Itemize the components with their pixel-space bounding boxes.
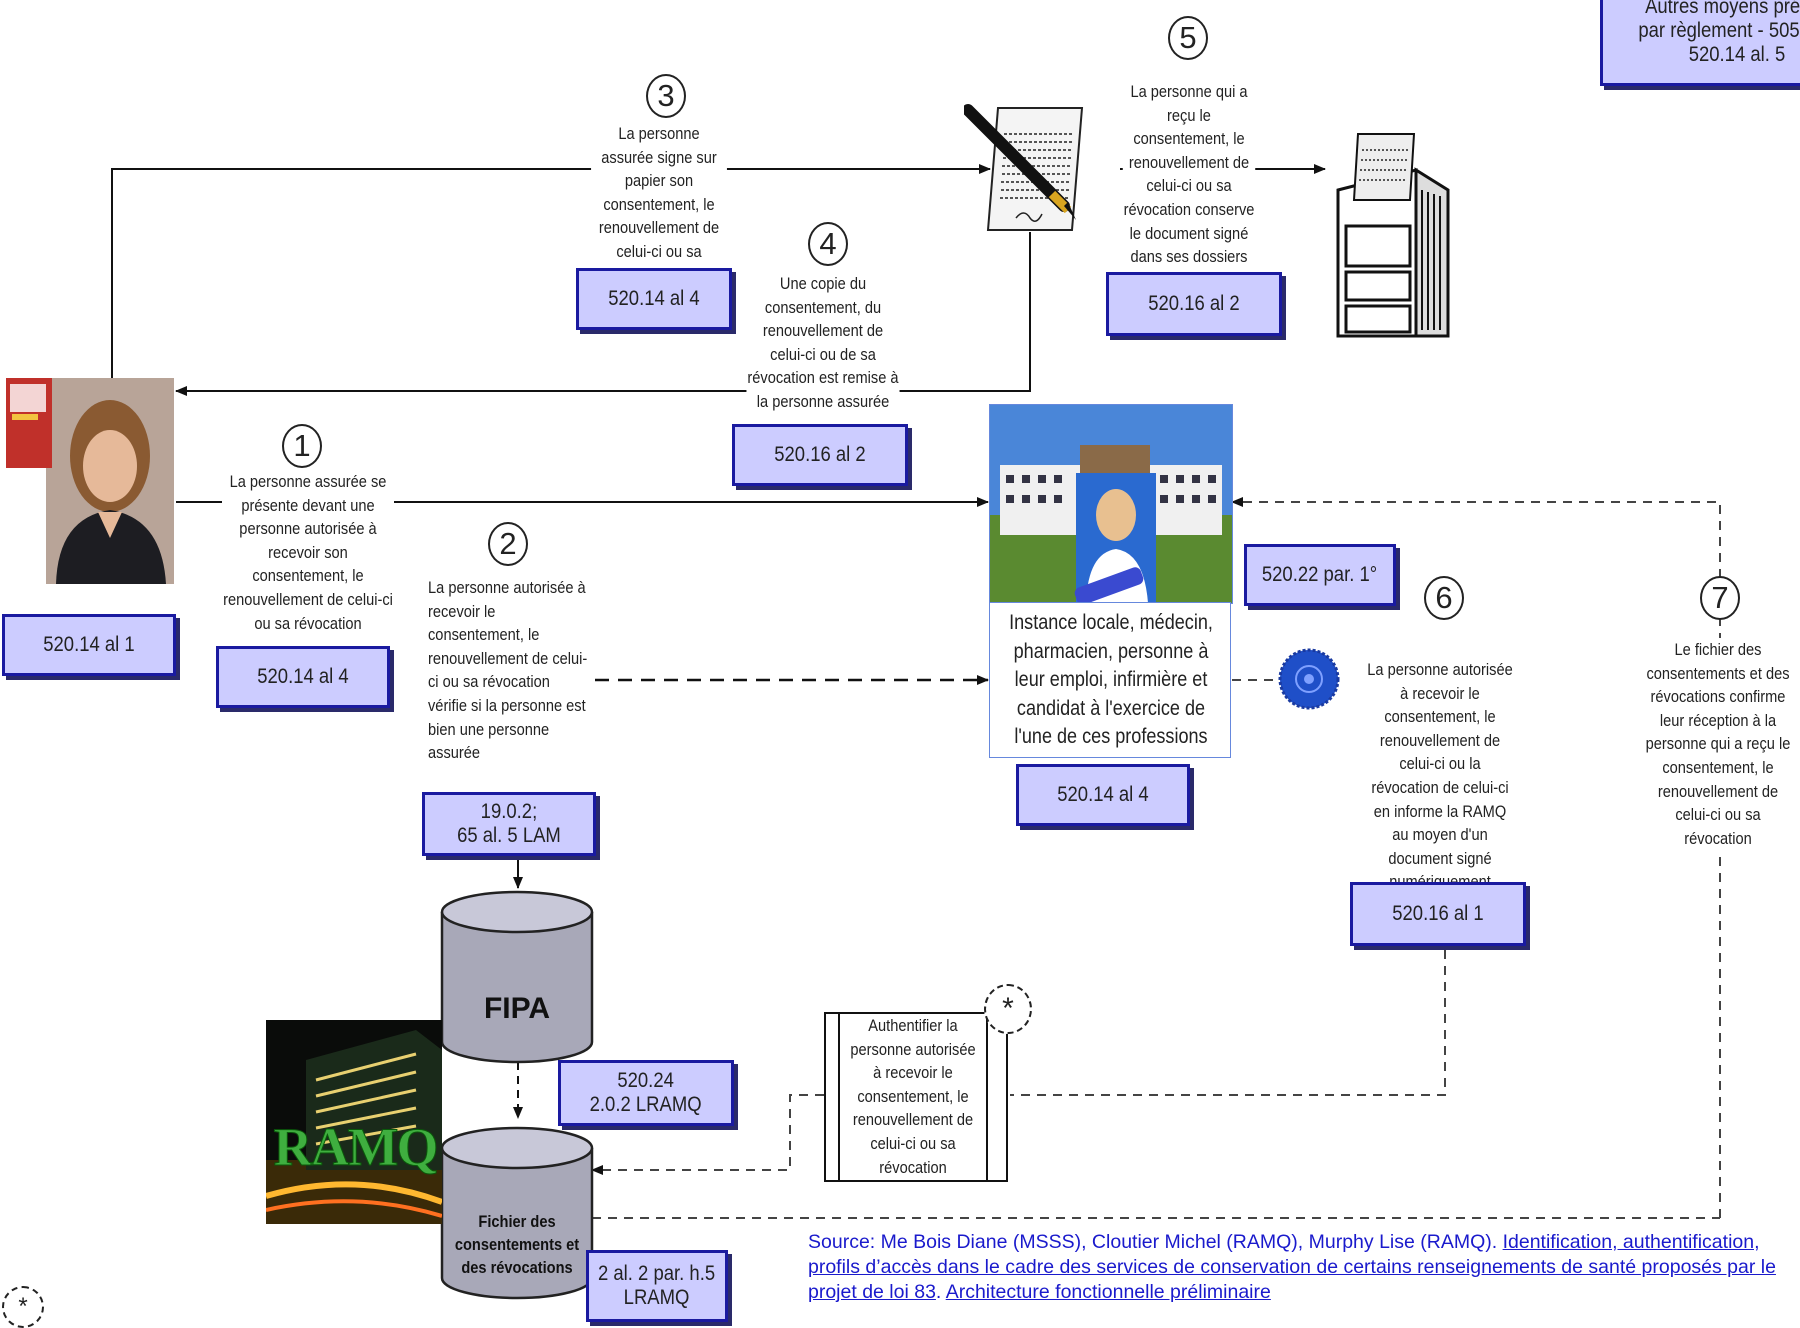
source-link-2[interactable]: Architecture fonctionnelle préliminaire [945, 1281, 1271, 1303]
authenticate-text: Authentifier la personne autorisée à rec… [848, 1014, 978, 1180]
consent-document-icon [964, 102, 1090, 236]
source-prefix: Source: Me Bois Diane (MSSS), Cloutier M… [808, 1231, 1503, 1253]
instance-label-box: Instance locale, médecin, pharmacien, pe… [989, 602, 1231, 758]
step-1-text: La personne assurée se présente devant u… [222, 470, 394, 636]
step-3-text: La personne assurée signe sur papier son… [591, 122, 727, 288]
instance-label: Instance locale, médecin, pharmacien, pe… [996, 609, 1226, 752]
ref-step-1: 520.14 al 4 [216, 646, 390, 708]
consent-file-database: Fichier des consentements et des révocat… [440, 1126, 594, 1302]
step-4-number: 4 [808, 222, 848, 266]
arrow-auth-to-fichier [591, 1094, 824, 1175]
fipa-database: FIPA [440, 890, 594, 1064]
consent-file-label: Fichier des consentements et des révocat… [454, 1212, 580, 1277]
instance-clinic-photo [989, 404, 1233, 604]
source-link-1[interactable]: Identification, authentification, profil… [808, 1231, 1776, 1303]
source-citation: Source: Me Bois Diane (MSSS), Cloutier M… [808, 1230, 1798, 1305]
ref-fipa: 520.24 2.0.2 LRAMQ [558, 1060, 734, 1126]
ref-step-5: 520.16 al 2 [1106, 272, 1282, 336]
ramq-building-photo: RAMQ [266, 1020, 442, 1224]
step-1-number: 1 [282, 424, 322, 468]
source-separator: . [935, 1281, 946, 1303]
step-6-text: La personne autorisée à recevoir le cons… [1364, 658, 1516, 894]
ramq-logo-text: RAMQ [273, 1117, 439, 1178]
step-7-text: Le fichier des consentements et des révo… [1640, 638, 1796, 851]
step-2-number: 2 [488, 522, 528, 566]
arrow-copy-to-person [175, 232, 1031, 396]
insured-person-photo [6, 378, 174, 584]
step-4-text: Une copie du consentement, du renouvelle… [746, 272, 900, 414]
digital-seal-icon [1278, 648, 1340, 710]
step-2-text: La personne autorisée à recevoir le cons… [428, 576, 590, 765]
authenticate-box: Authentifier la personne autorisée à rec… [824, 1012, 1008, 1182]
ref-step-4: 520.16 al 2 [732, 424, 908, 486]
dashed-step6-to-auth [1010, 950, 1446, 1096]
step-3-number: 3 [646, 74, 686, 118]
ref-corner-other-means: Autres moyens prévus par règlement - 505… [1600, 0, 1800, 86]
ref-step-2: 19.0.2; 65 al. 5 LAM [422, 792, 596, 856]
ref-instance: 520.14 al 4 [1016, 764, 1190, 826]
ref-step-6: 520.16 al 1 [1350, 882, 1526, 946]
filing-cabinet-icon [1318, 130, 1460, 342]
ref-step-3: 520.14 al 4 [576, 268, 732, 330]
arrow-confirmation-to-instance [1231, 497, 1721, 1218]
authenticate-star: * [984, 984, 1032, 1034]
step-6-number: 6 [1424, 576, 1464, 620]
fipa-label: FIPA [483, 992, 551, 1025]
step-5-number: 5 [1168, 16, 1208, 60]
footnote-star: * [2, 1286, 44, 1328]
ref-520-22: 520.22 par. 1° [1244, 544, 1396, 606]
ref-520-14-al-1: 520.14 al 1 [2, 614, 176, 676]
step-5-text: La personne qui a reçu le consentement, … [1122, 80, 1256, 269]
ref-fichier: 2 al. 2 par. h.5 LRAMQ [586, 1250, 728, 1322]
step-7-number: 7 [1700, 576, 1740, 620]
